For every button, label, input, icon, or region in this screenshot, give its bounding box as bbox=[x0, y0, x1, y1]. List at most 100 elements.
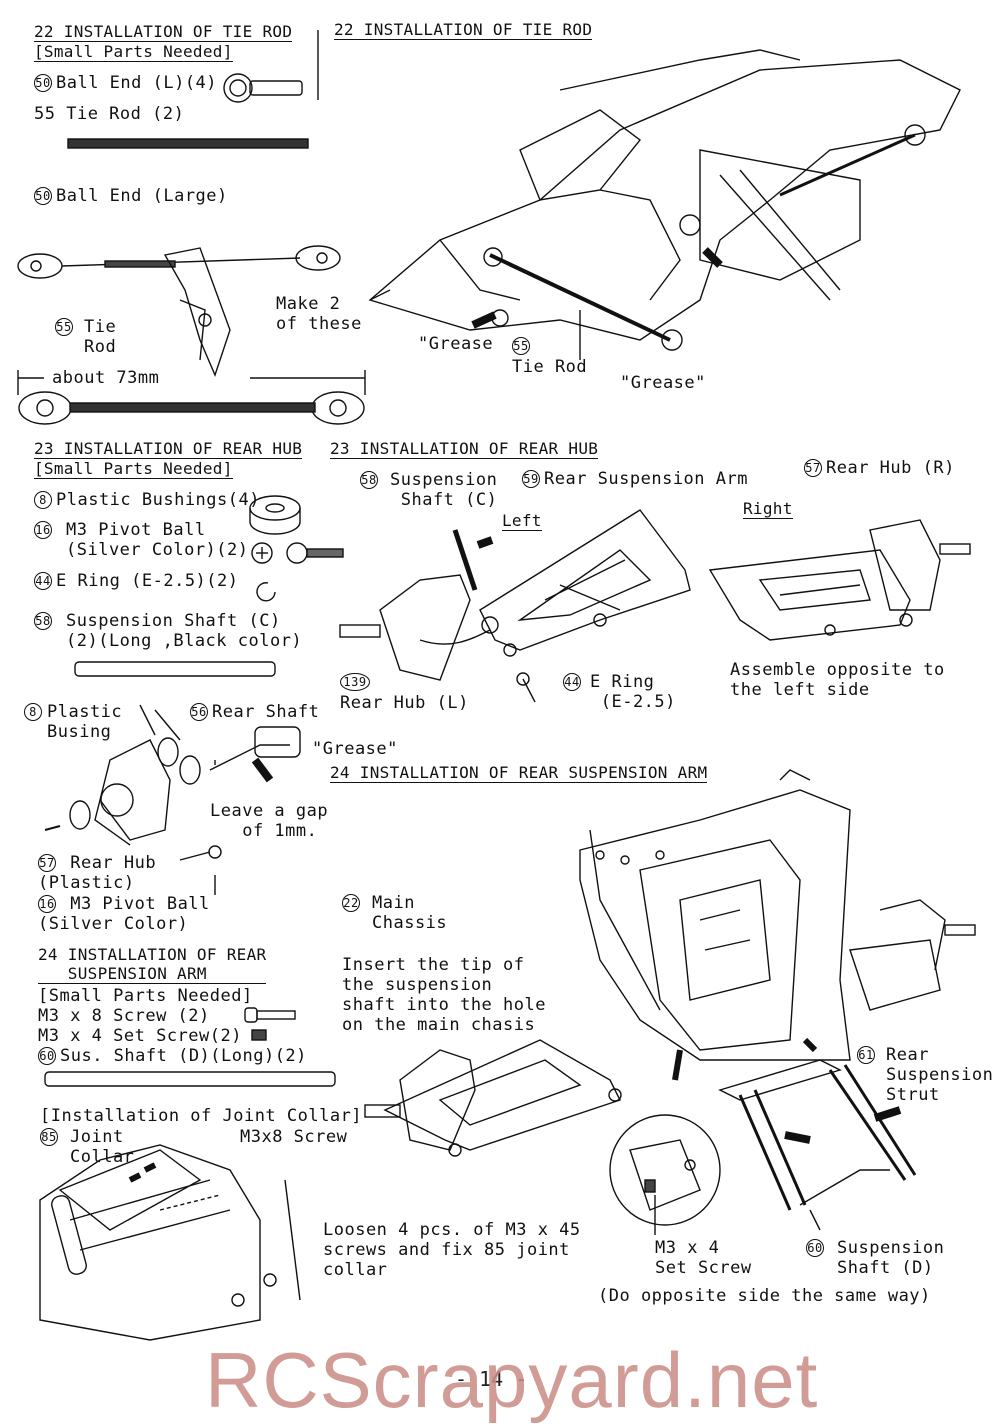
tie-rod-part bbox=[67, 138, 309, 149]
part-number: 56 bbox=[190, 703, 208, 721]
part-number: 44 bbox=[34, 572, 52, 590]
part-number: 58 bbox=[34, 612, 52, 630]
busing-label: Plastic Busing bbox=[47, 702, 123, 742]
part-number: 139 bbox=[340, 673, 370, 691]
insert-tip-note: Insert the tip of the suspension shaft i… bbox=[342, 955, 546, 1035]
s24-right-heading: 24 INSTALLATION OF REAR SUSPENSION ARM bbox=[330, 763, 708, 783]
tie-rod-assembly-drawing bbox=[368, 49, 961, 360]
grease-label-1: "Grease bbox=[418, 334, 494, 354]
rear-hub-l-callout: 139 bbox=[340, 672, 374, 692]
left-label: Left bbox=[502, 511, 542, 531]
tie-rod-label-left: Tie Rod bbox=[84, 317, 117, 357]
part-label: E Ring (E-2.5)(2) bbox=[56, 571, 239, 591]
part-label: Sus. Shaft (D)(Long)(2) bbox=[60, 1046, 307, 1066]
set-screw-label: M3 x 4 Set Screw bbox=[655, 1238, 752, 1278]
pivot-ball-label: 00 M3 Pivot Ball (Silver Color) bbox=[38, 894, 210, 934]
part-label: Rear Suspension Arm bbox=[544, 469, 748, 489]
watermark: RCScrapyard.net bbox=[205, 1336, 819, 1424]
part-label: Ball End (Large) bbox=[56, 186, 228, 206]
rear-hub-label: 00 Rear Hub (Plastic) bbox=[38, 853, 156, 893]
part-number: 8 bbox=[24, 703, 42, 721]
part-label: Tie Rod (2) bbox=[66, 104, 185, 124]
chassis-drawing bbox=[364, 769, 976, 1235]
e-ring-callout: 44 bbox=[563, 672, 585, 692]
main-chassis-label: Main Chassis bbox=[372, 893, 448, 933]
part-number: 58 bbox=[360, 471, 378, 489]
s22-right-heading: 22 INSTALLATION OF TIE ROD bbox=[334, 20, 593, 40]
joint-collar-drawing bbox=[39, 1144, 301, 1341]
m3x8-screw-label: M3x8 Screw bbox=[240, 1127, 348, 1147]
shaft-d-callout: 60 bbox=[806, 1238, 828, 1258]
s24-heading: 24 INSTALLATION OF REAR SUSPENSION ARM bbox=[38, 945, 267, 984]
assemble-opposite-note: Assemble opposite to the left side bbox=[730, 660, 945, 700]
e-ring-label: E Ring (E-2.5) bbox=[590, 672, 676, 712]
rear-hub-callout: 57 bbox=[38, 853, 60, 873]
gap-note: Leave a gap of 1mm. bbox=[210, 801, 329, 841]
part-label: Ball End (L)(4) bbox=[56, 73, 218, 93]
grease-label-3: "Grease" bbox=[312, 739, 398, 759]
about-73mm-label: about 73mm bbox=[52, 368, 160, 388]
make-two-note: Make 2 of these bbox=[276, 294, 362, 334]
rear-hub-l-label: Rear Hub (L) bbox=[340, 693, 469, 713]
part-number: 16 bbox=[34, 521, 52, 539]
part-number: 61 bbox=[857, 1046, 875, 1064]
s23-part-pivot-ball: 16 bbox=[34, 520, 56, 540]
part-number: 8 bbox=[34, 491, 52, 509]
grease-label-2: "Grease" bbox=[620, 373, 706, 393]
part-label: M3 Pivot Ball (Silver Color) bbox=[38, 894, 210, 934]
part-number: 60 bbox=[38, 1047, 56, 1065]
part-number: 85 bbox=[40, 1128, 58, 1146]
s23-right-heading: 23 INSTALLATION OF REAR HUB bbox=[330, 439, 599, 459]
ball-end-assembly bbox=[17, 245, 341, 377]
shaft-d-label: Suspension Shaft (D) bbox=[837, 1238, 945, 1278]
part-number: 55 bbox=[512, 337, 530, 355]
part-number: 60 bbox=[806, 1239, 824, 1257]
strut-callout: 61 bbox=[857, 1045, 879, 1065]
part-number: 50 bbox=[34, 187, 52, 205]
ball-end-part bbox=[223, 73, 303, 103]
pivot-ball-callout: 16 bbox=[38, 894, 60, 914]
part-number: 16 bbox=[38, 895, 56, 913]
part-number: 44 bbox=[563, 673, 581, 691]
suspension-arm-left bbox=[339, 509, 691, 703]
susp-shaft-label: Suspension Shaft (C) bbox=[390, 470, 498, 510]
s22-part-tie-rod: 55 Tie Rod (2) bbox=[34, 104, 184, 124]
tie-rod-label: Tie Rod bbox=[512, 357, 588, 377]
busing-callout: 8 bbox=[24, 702, 46, 722]
screw-parts bbox=[44, 1007, 336, 1087]
susp-shaft-callout: 58 bbox=[360, 470, 382, 490]
joint-collar-heading: [Installation of Joint Collar] bbox=[40, 1106, 363, 1126]
part-label: Plastic Bushings(4) bbox=[56, 490, 260, 510]
part-number: 57 bbox=[38, 854, 56, 872]
loosen-note: Loosen 4 pcs. of M3 x 45 screws and fix … bbox=[323, 1220, 581, 1280]
s24-part-set-screw: M3 x 4 Set Screw(2) bbox=[38, 1026, 242, 1046]
strut-label: Rear Suspension Strut bbox=[886, 1045, 994, 1105]
part-label: Rear Hub (Plastic) bbox=[38, 853, 157, 893]
joint-collar-callout: 85 bbox=[40, 1127, 62, 1147]
part-number: 55 bbox=[55, 318, 73, 336]
part-number: 55 bbox=[34, 104, 56, 124]
part-number: 50 bbox=[34, 74, 52, 92]
s23-part-shaft-c: 58 bbox=[34, 611, 56, 631]
s24-part-screw: M3 x 8 Screw (2) bbox=[38, 1006, 210, 1026]
s24-small-parts-label: [Small Parts Needed] bbox=[38, 986, 253, 1006]
s23-part-pivot-ball-label: M3 Pivot Ball (Silver Color)(2) bbox=[66, 520, 249, 560]
part-number: 22 bbox=[342, 894, 360, 912]
part-label: Rear Shaft bbox=[212, 702, 320, 722]
suspension-arm-right bbox=[708, 519, 971, 641]
joint-collar-label: Joint Collar bbox=[70, 1127, 135, 1167]
right-label: Right bbox=[743, 499, 793, 519]
page-number: - 14 - bbox=[455, 1367, 528, 1391]
opposite-side-note: (Do opposite side the same way) bbox=[598, 1286, 931, 1306]
dimension-line bbox=[17, 370, 366, 425]
s22-small-parts-label: [Small Parts Needed] bbox=[34, 42, 233, 62]
s22-heading: 22 INSTALLATION OF TIE ROD bbox=[34, 22, 293, 42]
part-number: 57 bbox=[804, 459, 822, 477]
